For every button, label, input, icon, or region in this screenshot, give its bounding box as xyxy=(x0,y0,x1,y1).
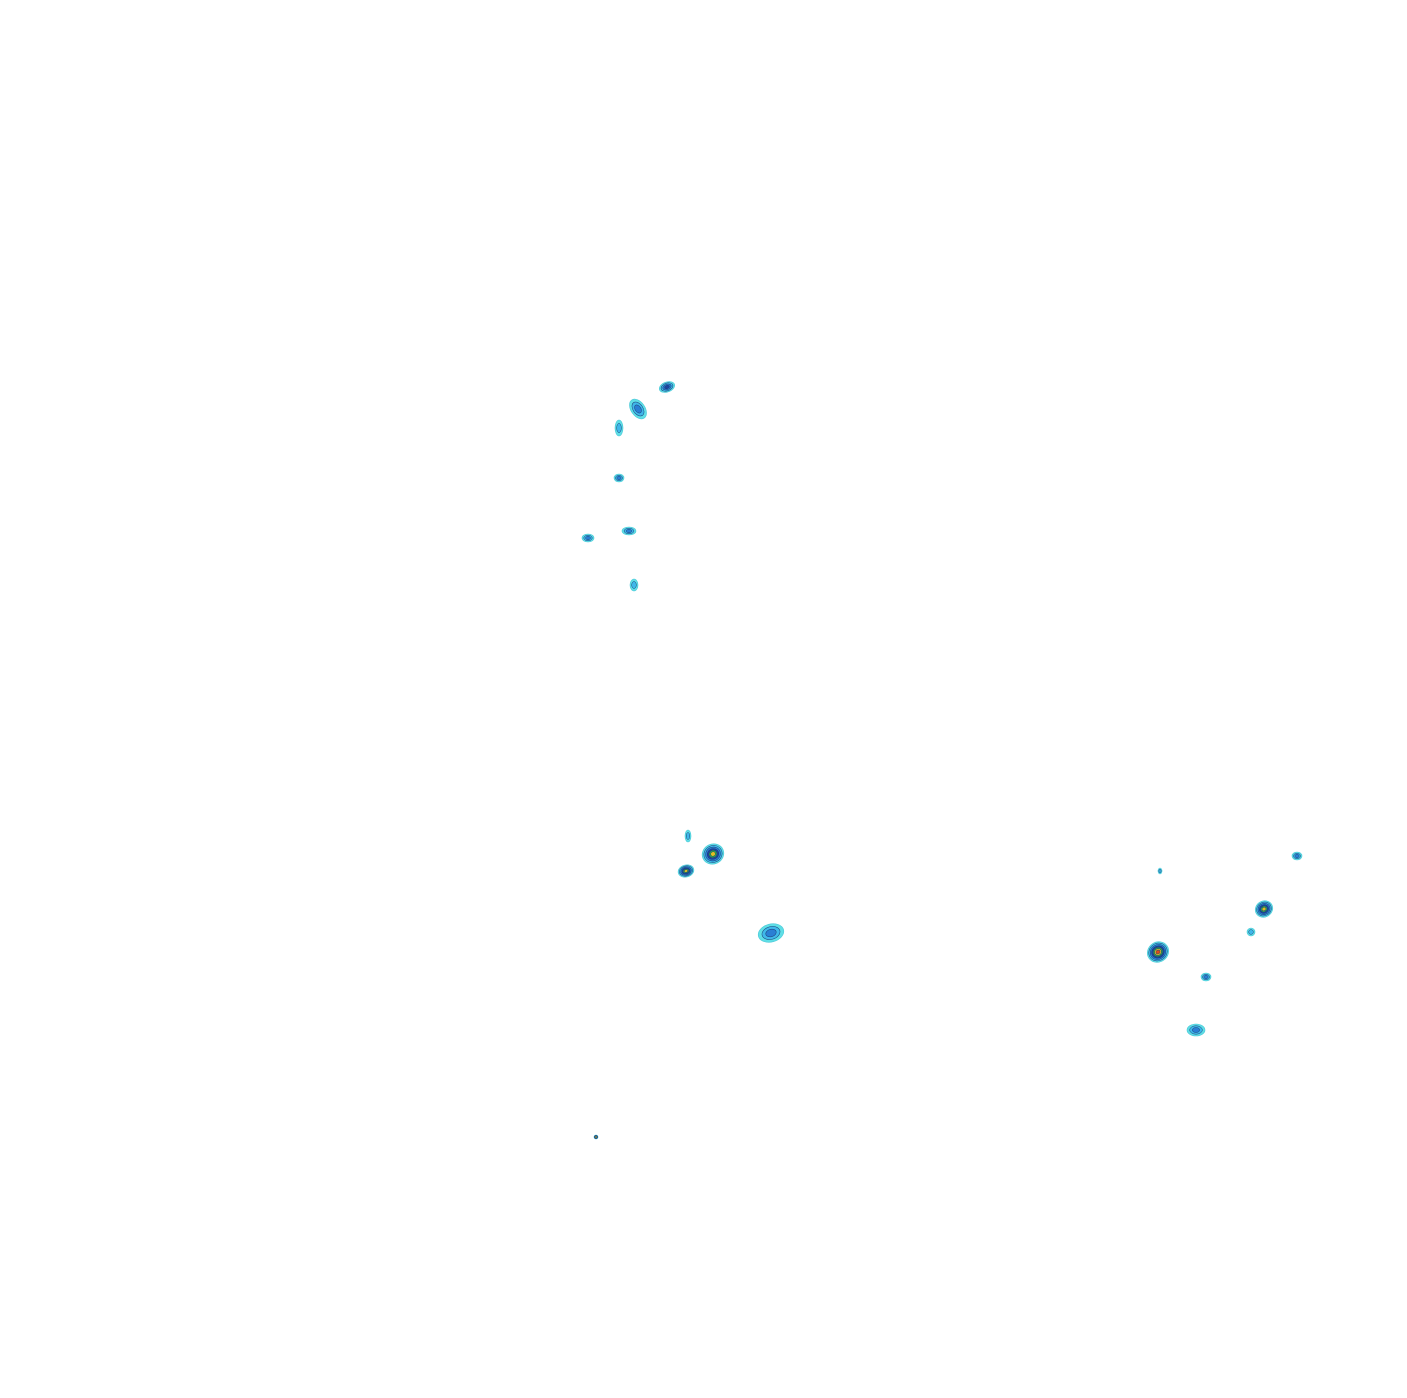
contour-features xyxy=(581,381,1303,1140)
contour-feature-blob-11 xyxy=(757,923,785,943)
contour-feature-blob-08 xyxy=(684,829,692,843)
contour-level-1 xyxy=(686,832,690,840)
contour-feature-blob-09 xyxy=(701,843,725,865)
contour-level-6 xyxy=(1155,949,1161,955)
contour-level-2 xyxy=(634,404,642,414)
contour-feature-blob-12 xyxy=(1157,867,1163,875)
contour-feature-blob-04 xyxy=(613,473,625,483)
contour-level-2 xyxy=(1294,854,1300,858)
contour-feature-blob-19 xyxy=(593,1134,599,1140)
contour-level-5 xyxy=(594,1135,598,1139)
contour-feature-blob-16 xyxy=(1200,972,1212,982)
contour-feature-blob-07 xyxy=(629,578,639,592)
contour-level-5 xyxy=(1261,906,1267,912)
contour-level-1 xyxy=(1248,929,1254,935)
contour-feature-blob-06 xyxy=(581,533,595,543)
contour-level-2 xyxy=(1203,975,1209,979)
contour-level-2 xyxy=(625,529,633,533)
contour-level-5 xyxy=(684,869,688,873)
contour-level-2 xyxy=(585,536,591,540)
contour-feature-blob-05 xyxy=(621,526,637,536)
contour-feature-blob-13 xyxy=(1291,851,1303,861)
contour-level-5 xyxy=(710,851,716,857)
contour-feature-blob-03 xyxy=(614,419,624,437)
contour-feature-blob-01 xyxy=(658,381,676,393)
contour-level-3 xyxy=(664,385,670,389)
contour-level-2 xyxy=(765,928,777,938)
contour-level-2 xyxy=(1192,1027,1200,1033)
contour-level-2 xyxy=(616,476,622,480)
contour-level-1 xyxy=(631,581,637,589)
contour-feature-blob-18 xyxy=(1186,1023,1206,1037)
contour-feature-blob-15 xyxy=(1254,900,1274,918)
contour-level-1 xyxy=(616,423,622,433)
contour-level-1 xyxy=(1158,869,1162,873)
contour-feature-blob-17 xyxy=(1147,941,1169,963)
contour-feature-blob-14 xyxy=(1246,927,1256,937)
contour-feature-blob-02 xyxy=(629,398,647,420)
contour-feature-blob-10 xyxy=(677,864,695,878)
